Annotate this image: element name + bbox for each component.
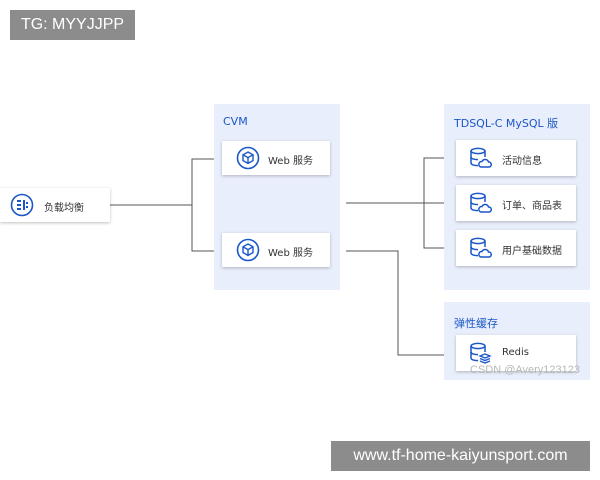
web-service-card-1[interactable]: Web 服务	[222, 141, 330, 175]
db-card-orders[interactable]: 订单、商品表	[456, 185, 576, 221]
redis-label: Redis	[502, 347, 529, 358]
cache-group-title: 弹性缓存	[454, 317, 498, 330]
connector-lb-web1	[191, 156, 221, 205]
database-cloud-icon	[468, 146, 492, 174]
web-service-label-1: Web 服务	[268, 156, 313, 167]
db-label-orders: 订单、商品表	[502, 201, 562, 212]
db-label-activity: 活动信息	[502, 156, 542, 167]
watermark-bottom: www.tf-home-kaiyunsport.com	[331, 441, 590, 471]
connector-db1	[423, 155, 451, 203]
db-card-users[interactable]: 用户基础数据	[456, 230, 576, 266]
watermark-top: TG: MYYJJPP	[10, 10, 135, 40]
connector-lb-web2	[191, 205, 221, 254]
db-label-users: 用户基础数据	[502, 246, 562, 257]
database-stack-icon	[468, 341, 492, 369]
tdsql-group-title: TDSQL-C MySQL 版	[454, 117, 559, 130]
redis-card[interactable]: Redis	[456, 335, 576, 371]
load-balancer-label: 负载均衡	[44, 203, 84, 214]
web-service-card-2[interactable]: Web 服务	[222, 233, 330, 267]
csdn-watermark: CSDN @Avery123123	[470, 364, 581, 376]
connector-db3	[423, 203, 451, 251]
cube-icon	[236, 146, 260, 174]
web-service-label-2: Web 服务	[268, 248, 313, 259]
connector-redis	[346, 250, 451, 358]
db-card-activity[interactable]: 活动信息	[456, 140, 576, 176]
database-cloud-icon	[468, 191, 492, 219]
database-cloud-icon	[468, 236, 492, 264]
load-balancer-icon	[10, 193, 34, 221]
cvm-group-title: CVM	[223, 115, 248, 128]
cube-icon	[236, 238, 260, 266]
load-balancer-card[interactable]: 负载均衡	[0, 188, 110, 222]
